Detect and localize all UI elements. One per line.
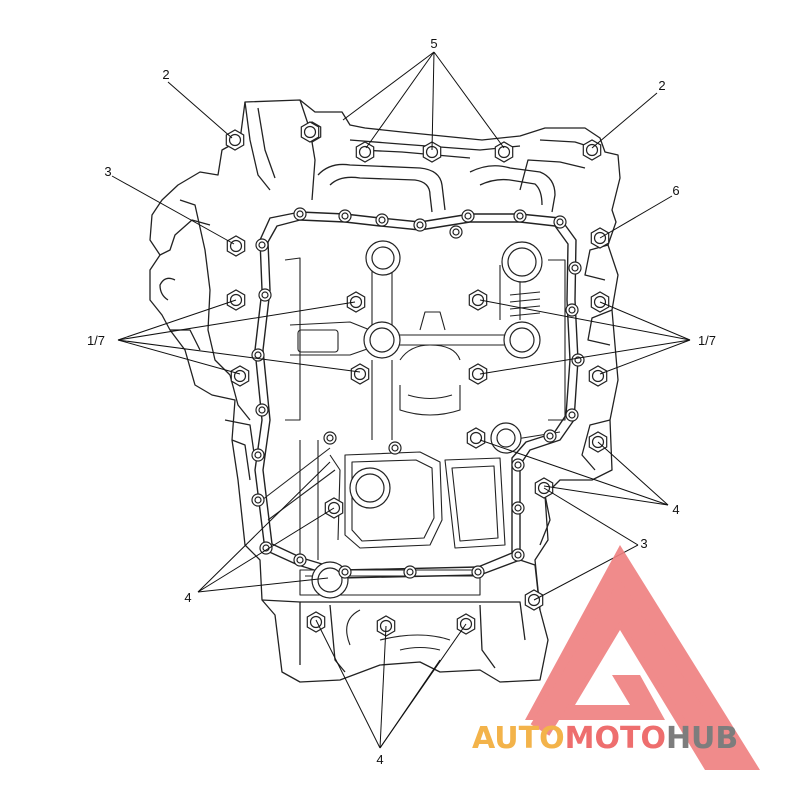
internal-ribs <box>261 257 566 651</box>
gasket-ring-icon <box>293 207 307 221</box>
gasket-ring-icon <box>338 565 352 579</box>
boss-ring-icon <box>501 241 543 283</box>
gasket-ring-icon <box>449 225 463 239</box>
gasket-ring-icon <box>511 548 525 562</box>
callout-4-bottom: 4 <box>376 752 383 767</box>
boss-ring-icon <box>365 240 401 276</box>
gasket-ring-icon <box>293 553 307 567</box>
gasket-ring-icon <box>471 565 485 579</box>
gasket-ring-icon <box>513 209 527 223</box>
bolt-icon <box>306 611 326 633</box>
bolt-icon <box>494 141 514 163</box>
callout-5: 5 <box>430 36 437 51</box>
gasket-ring-icon <box>255 238 269 252</box>
gasket-ring-icon <box>511 501 525 515</box>
callout-4-right: 4 <box>672 502 679 517</box>
bolt-icon <box>582 139 602 161</box>
bolt-icon <box>226 235 246 257</box>
gasket-ring-icon <box>375 213 389 227</box>
callout-3-right: 3 <box>640 536 647 551</box>
gasket-ring-icon <box>565 408 579 422</box>
bolt-icon <box>346 291 366 313</box>
bolt-set <box>225 121 610 637</box>
boss-ring-icon <box>349 467 391 509</box>
gasket-ring-icon <box>511 458 525 472</box>
watermark-text: AUTOMOTOHUB <box>472 721 738 756</box>
watermark-auto: AUTO <box>472 721 565 756</box>
bolt-icon <box>468 363 488 385</box>
gasket-ring-icon <box>338 209 352 223</box>
gasket-ring-icon <box>568 261 582 275</box>
watermark-logo <box>525 545 760 770</box>
svg-text:AUTOMOTOHUB: AUTOMOTOHUB <box>472 721 738 756</box>
gasket-ring-icon <box>461 209 475 223</box>
gasket-ring-icon <box>258 288 272 302</box>
bolt-icon <box>588 365 608 387</box>
gasket-ring-icon <box>413 218 427 232</box>
watermark-hub: HUB <box>666 721 738 756</box>
callout-2-right: 2 <box>658 78 665 93</box>
bolt-icon <box>230 365 250 387</box>
gasket-outline <box>254 211 579 579</box>
gasket-ring-icon <box>251 493 265 507</box>
callout-labels: 5 2 2 3 6 1/7 1/7 4 3 4 4 <box>87 36 716 767</box>
leader-lines <box>111 51 691 749</box>
callout-2-left: 2 <box>162 67 169 82</box>
gasket-ring-set <box>251 207 585 599</box>
callout-4-left: 4 <box>184 590 191 605</box>
boss-ring-icon <box>503 321 541 359</box>
callout-1-7-left: 1/7 <box>87 333 105 348</box>
bolt-icon <box>225 129 245 151</box>
watermark-chevron-icon <box>530 579 715 737</box>
gasket-ring-icon <box>543 429 557 443</box>
gasket-ring-icon <box>571 353 585 367</box>
bolt-icon <box>300 121 320 143</box>
bolt-icon <box>422 141 442 163</box>
gasket-ring-icon <box>565 303 579 317</box>
bolt-icon <box>466 427 486 449</box>
bolt-icon <box>468 289 488 311</box>
gasket-ring-icon <box>251 448 265 462</box>
boss-ring-icon <box>490 422 522 454</box>
callout-6: 6 <box>672 183 679 198</box>
watermark-moto: MOTO <box>565 721 666 756</box>
gasket-ring-icon <box>255 403 269 417</box>
gasket-ring-icon <box>403 565 417 579</box>
callout-1-7-right: 1/7 <box>698 333 716 348</box>
bolt-icon <box>350 363 370 385</box>
boss-ring-icon <box>363 321 401 359</box>
gasket-ring-icon <box>323 431 337 445</box>
callout-3-left: 3 <box>104 164 111 179</box>
gasket-ring-icon <box>553 215 567 229</box>
gasket-ring-icon <box>388 441 402 455</box>
bolt-icon <box>355 141 375 163</box>
